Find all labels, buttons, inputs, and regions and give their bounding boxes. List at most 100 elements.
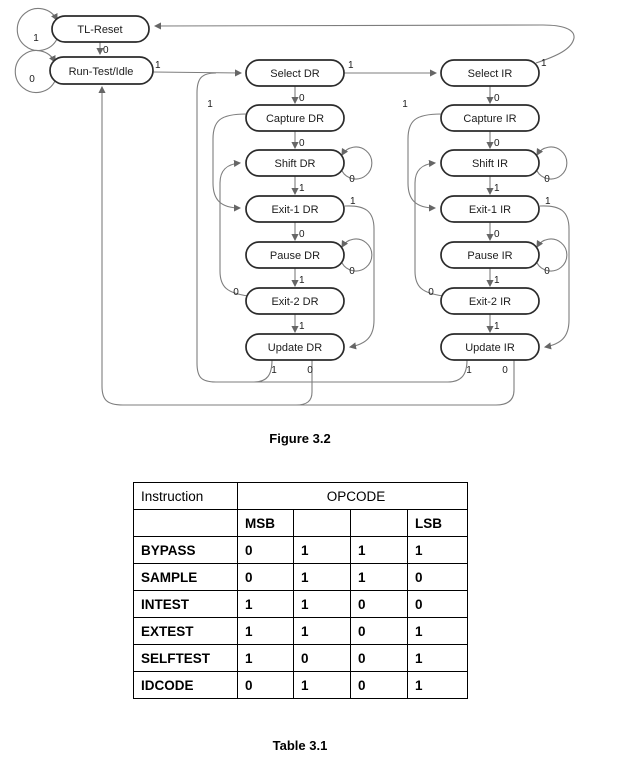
edge-label: 0 bbox=[428, 287, 434, 298]
header-opcode: OPCODE bbox=[237, 482, 468, 510]
opcode-bit: 0 bbox=[350, 590, 408, 618]
table-row: EXTEST 1 1 0 1 bbox=[133, 617, 468, 645]
svg-text:Run-Test/Idle: Run-Test/Idle bbox=[69, 66, 134, 78]
edge-rti-self bbox=[14, 49, 56, 94]
svg-text:Exit-2 DR: Exit-2 DR bbox=[271, 296, 318, 308]
edge-label: 0 bbox=[544, 174, 550, 185]
svg-text:Pause IR: Pause IR bbox=[467, 250, 512, 262]
edge-label: 0 bbox=[233, 287, 239, 298]
table-subheader-row: MSB LSB bbox=[133, 509, 468, 537]
opcode-bit: 1 bbox=[237, 644, 294, 672]
edge-label: 0 bbox=[494, 229, 500, 240]
svg-text:Exit-1 DR: Exit-1 DR bbox=[271, 204, 318, 216]
state-run-test-idle: Run-Test/Idle bbox=[49, 56, 154, 85]
subheader-bit bbox=[350, 509, 408, 537]
edge-capturedr-exit1dr bbox=[212, 113, 247, 212]
edge-selectir-tlreset bbox=[153, 22, 575, 64]
opcode-bit: 0 bbox=[350, 617, 408, 645]
edge-label: 1 bbox=[494, 183, 500, 194]
edge-label: 1 bbox=[299, 275, 305, 286]
edge-label: 0 bbox=[502, 365, 508, 376]
state-exit2-dr: Exit-2 DR bbox=[245, 287, 345, 315]
edge-label: 1 bbox=[494, 275, 500, 286]
state-shift-dr: Shift DR bbox=[245, 149, 345, 177]
edge-label: 1 bbox=[350, 196, 356, 207]
instruction-name: IDCODE bbox=[133, 671, 238, 699]
edge-label: 0 bbox=[494, 93, 500, 104]
opcode-bit: 0 bbox=[350, 671, 408, 699]
state-tl-reset: TL-Reset bbox=[51, 15, 150, 43]
opcode-bit: 0 bbox=[237, 563, 294, 591]
edge-rti-selectdr bbox=[152, 69, 243, 77]
opcode-bit: 1 bbox=[350, 563, 408, 591]
svg-text:Shift DR: Shift DR bbox=[275, 158, 316, 170]
edge-label: 0 bbox=[299, 229, 305, 240]
edge-pauseir-self bbox=[536, 238, 568, 272]
edge-label: 0 bbox=[349, 174, 355, 185]
subheader-blank bbox=[133, 509, 238, 537]
state-exit1-ir: Exit-1 IR bbox=[440, 195, 540, 223]
state-capture-dr: Capture DR bbox=[245, 104, 345, 132]
opcode-bit: 1 bbox=[407, 536, 468, 564]
instruction-name: SELFTEST bbox=[133, 644, 238, 672]
svg-text:Update DR: Update DR bbox=[268, 342, 322, 354]
instruction-name: BYPASS bbox=[133, 536, 238, 564]
edge-label: 0 bbox=[349, 266, 355, 277]
edge-label: 1 bbox=[348, 60, 354, 71]
table-header-row: Instruction OPCODE bbox=[133, 482, 468, 510]
svg-text:Exit-1 IR: Exit-1 IR bbox=[469, 204, 511, 216]
opcode-bit: 1 bbox=[293, 671, 351, 699]
state-pause-ir: Pause IR bbox=[440, 241, 540, 269]
header-instruction: Instruction bbox=[133, 482, 238, 510]
svg-text:Select IR: Select IR bbox=[468, 68, 513, 80]
edge-label: 1 bbox=[541, 58, 547, 69]
opcode-bit: 0 bbox=[407, 590, 468, 618]
state-shift-ir: Shift IR bbox=[440, 149, 540, 177]
table-row: SELFTEST 1 0 0 1 bbox=[133, 644, 468, 672]
edge-label: 0 bbox=[299, 93, 305, 104]
subheader-bit bbox=[293, 509, 351, 537]
transition-labels: 1 0 0 1 1 1 0 1 0 0 1 1 0 0 1 0 1 1 0 0 … bbox=[29, 33, 551, 376]
state-update-dr: Update DR bbox=[245, 333, 345, 361]
edge-label: 1 bbox=[299, 321, 305, 332]
edge-label: 0 bbox=[494, 138, 500, 149]
opcode-bit: 1 bbox=[237, 590, 294, 618]
edge-label: 0 bbox=[29, 74, 35, 85]
state-update-ir: Update IR bbox=[440, 333, 540, 361]
opcode-bit: 1 bbox=[293, 563, 351, 591]
svg-text:Update IR: Update IR bbox=[465, 342, 515, 354]
state-select-dr: Select DR bbox=[245, 59, 345, 87]
svg-text:Exit-2 IR: Exit-2 IR bbox=[469, 296, 511, 308]
edge-exit1dr-updatedr bbox=[344, 205, 375, 350]
svg-text:Capture DR: Capture DR bbox=[266, 113, 324, 125]
opcode-bit: 1 bbox=[293, 617, 351, 645]
state-exit1-dr: Exit-1 DR bbox=[245, 195, 345, 223]
opcode-bit: 1 bbox=[293, 590, 351, 618]
edge-label: 0 bbox=[307, 365, 313, 376]
edge-updateir-selectdr bbox=[196, 72, 468, 383]
subheader-lsb: LSB bbox=[407, 509, 468, 537]
state-exit2-ir: Exit-2 IR bbox=[440, 287, 540, 315]
edge-label: 1 bbox=[545, 196, 551, 207]
opcode-bit: 0 bbox=[237, 671, 294, 699]
state-select-ir: Select IR bbox=[440, 59, 540, 87]
state-pause-dr: Pause DR bbox=[245, 241, 345, 269]
instruction-name: SAMPLE bbox=[133, 563, 238, 591]
table-row: BYPASS 0 1 1 1 bbox=[133, 536, 468, 564]
edge-updatedr-selectdr bbox=[253, 359, 273, 383]
edge-label: 0 bbox=[544, 266, 550, 277]
edge-shiftir-self bbox=[536, 146, 568, 180]
edge-exit1ir-updateir bbox=[539, 205, 570, 350]
edge-label: 1 bbox=[299, 183, 305, 194]
instruction-name: INTEST bbox=[133, 590, 238, 618]
edge-exit2dr-shiftdr bbox=[219, 159, 249, 297]
edge-exit2ir-shiftir bbox=[414, 159, 444, 297]
opcode-bit: 1 bbox=[293, 536, 351, 564]
tap-state-diagram: TL-Reset Run-Test/Idle Select DR Capture… bbox=[14, 7, 575, 406]
svg-text:Shift IR: Shift IR bbox=[472, 158, 508, 170]
table-row: INTEST 1 1 0 0 bbox=[133, 590, 468, 618]
figure-caption: Figure 3.2 bbox=[269, 431, 331, 446]
table-row: SAMPLE 0 1 1 0 bbox=[133, 563, 468, 591]
edge-tlreset-self bbox=[16, 7, 58, 52]
